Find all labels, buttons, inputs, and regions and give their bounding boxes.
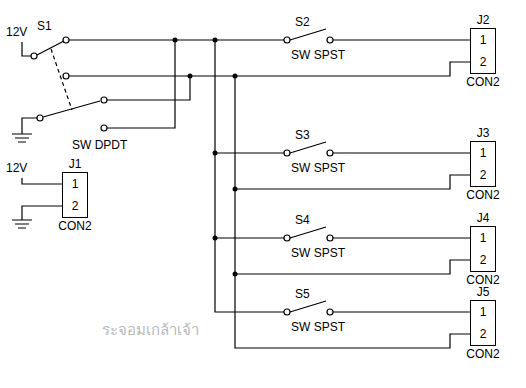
switch-contact: [101, 125, 107, 131]
switch-contact: [31, 53, 37, 59]
switch-label: SW DPDT: [72, 138, 127, 152]
connector-box: J212CON2: [470, 28, 496, 74]
connector-ref: J5: [477, 285, 490, 299]
spst-switch: [284, 301, 470, 315]
switch-label: S3: [295, 128, 310, 142]
ground-wire: [22, 118, 37, 134]
pin-number: 1: [480, 305, 487, 319]
switch-label: SW SPST: [291, 48, 345, 62]
switch-label: SW SPST: [291, 320, 345, 334]
ground-symbol: [12, 220, 32, 228]
supply-wire: [22, 42, 31, 56]
supply-wire: [22, 178, 62, 184]
spst-switch: [284, 142, 470, 156]
pin-number: 1: [72, 177, 79, 191]
connector-ref: J2: [477, 13, 490, 27]
switch-label: SW SPST: [291, 161, 345, 175]
switch-blade: [37, 41, 64, 55]
switch-contact: [101, 97, 107, 103]
pin-number: 2: [480, 253, 487, 267]
connector-ref: J3: [477, 126, 490, 140]
switch-label: S5: [295, 287, 310, 301]
connector-type: CON2: [466, 273, 499, 287]
connector-ref: J4: [477, 211, 490, 225]
switch-label: SW SPST: [291, 246, 345, 260]
connector-type: CON2: [466, 75, 499, 89]
connector-box: J312CON2: [470, 141, 496, 187]
pin-number: 2: [72, 199, 79, 213]
mechanical-link: [51, 49, 72, 110]
switch-label: S4: [295, 213, 310, 227]
switch-contact: [37, 115, 43, 121]
spst-switch: [284, 29, 470, 43]
supply-label: 12V: [6, 161, 27, 175]
switch-contact: [63, 37, 69, 43]
connector-box: J412CON2: [470, 226, 496, 272]
bus-wire: [107, 76, 190, 100]
connector-box: J512CON2: [470, 300, 496, 346]
ground-symbol: [12, 134, 32, 142]
bus-wire: [235, 76, 470, 348]
pin-number: 1: [480, 33, 487, 47]
pin-number: 2: [480, 55, 487, 69]
connector-ref: J1: [69, 157, 82, 171]
pin-number: 1: [480, 231, 487, 245]
connector-type: CON2: [466, 347, 499, 361]
switch-blade: [43, 101, 100, 117]
connector-type: CON2: [58, 219, 91, 233]
bus-wire: [107, 40, 175, 128]
ground-wire: [22, 206, 62, 220]
supply-label: 12V: [6, 25, 27, 39]
switch-label: S1: [37, 19, 52, 33]
pin-number: 1: [480, 146, 487, 160]
junction-dots: [173, 38, 238, 277]
switch-label: S2: [295, 15, 310, 29]
watermark: ระจอมเกล้าเจ้า: [102, 321, 199, 339]
pin-number: 2: [480, 327, 487, 341]
switch-contact: [63, 73, 69, 79]
bus-wire: [69, 62, 470, 76]
pin-number: 2: [480, 168, 487, 182]
connector-type: CON2: [466, 188, 499, 202]
bus-wire: [215, 40, 284, 312]
connector-box: J112CON2: [62, 172, 88, 218]
spst-switch: [284, 227, 470, 241]
